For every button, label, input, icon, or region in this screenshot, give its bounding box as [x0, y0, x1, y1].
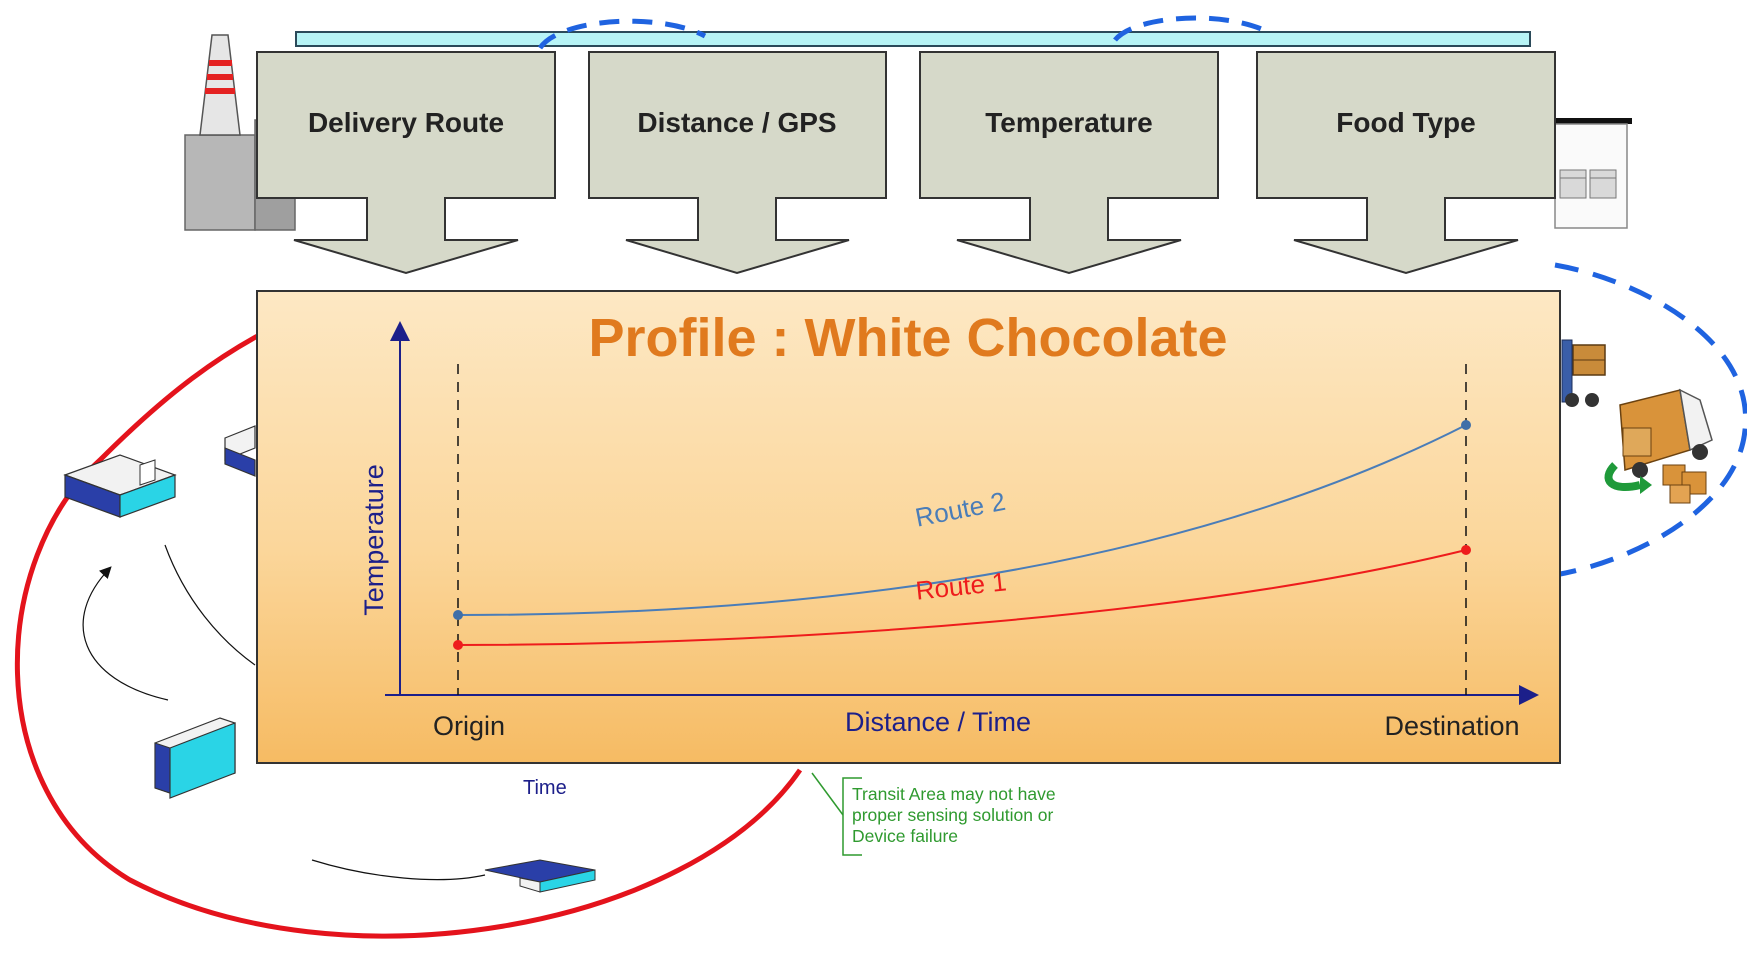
- input-arrow-distance-gps: Distance / GPS: [588, 51, 887, 275]
- callout: Transit Area may not have proper sensing…: [811, 772, 1056, 856]
- x-axis-label: Distance / Time: [845, 707, 1031, 737]
- dashed-arc-top-right: [1113, 15, 1270, 42]
- input-label-delivery-route: Delivery Route: [308, 107, 504, 138]
- warehouse-icon: [1550, 118, 1632, 229]
- destination-label: Destination: [1384, 711, 1519, 741]
- route-1-destination-point: [1461, 545, 1471, 555]
- y-axis-label: Temperature: [359, 464, 389, 616]
- storage-unit-icon: [154, 717, 236, 799]
- time-label: Time: [523, 777, 567, 799]
- delivery-truck-icon: [1604, 388, 1713, 504]
- route-1-line: [457, 549, 1467, 646]
- storage-unit-icon: [63, 454, 177, 518]
- curve-arrow: [82, 566, 169, 701]
- red-loop: [15, 312, 803, 939]
- dashed-arc-top-left: [537, 18, 707, 50]
- input-label-food-type: Food Type: [1336, 107, 1475, 138]
- profile-panel: Profile : White Chocolate Temperature Di…: [256, 290, 1561, 764]
- input-label-distance-gps: Distance / GPS: [637, 107, 836, 138]
- route-1-origin-point: [453, 640, 463, 650]
- input-arrow-temperature: Temperature: [919, 51, 1219, 275]
- callout-line-1: Transit Area may not have: [852, 784, 1056, 804]
- hand-truck-icon: [1561, 339, 1606, 407]
- profile-title: Profile : White Chocolate: [588, 308, 1227, 368]
- input-arrow-delivery-route: Delivery Route: [256, 51, 556, 275]
- input-arrow-food-type: Food Type: [1256, 51, 1556, 275]
- route-2-line: [457, 424, 1467, 616]
- storage-unit-icon: [224, 425, 256, 477]
- origin-label: Origin: [433, 711, 505, 741]
- curve-line-bottom: [311, 859, 486, 881]
- dashed-loop-right: [1554, 262, 1747, 578]
- route-2-origin-point: [453, 610, 463, 620]
- curve-line: [164, 544, 256, 666]
- input-label-temperature: Temperature: [985, 107, 1153, 138]
- callout-line-3: Device failure: [852, 826, 958, 846]
- route-2-destination-point: [1461, 420, 1471, 430]
- top-bar: [295, 31, 1531, 47]
- callout-line-2: proper sensing solution or: [852, 805, 1054, 825]
- storage-unit-icon: [484, 859, 596, 893]
